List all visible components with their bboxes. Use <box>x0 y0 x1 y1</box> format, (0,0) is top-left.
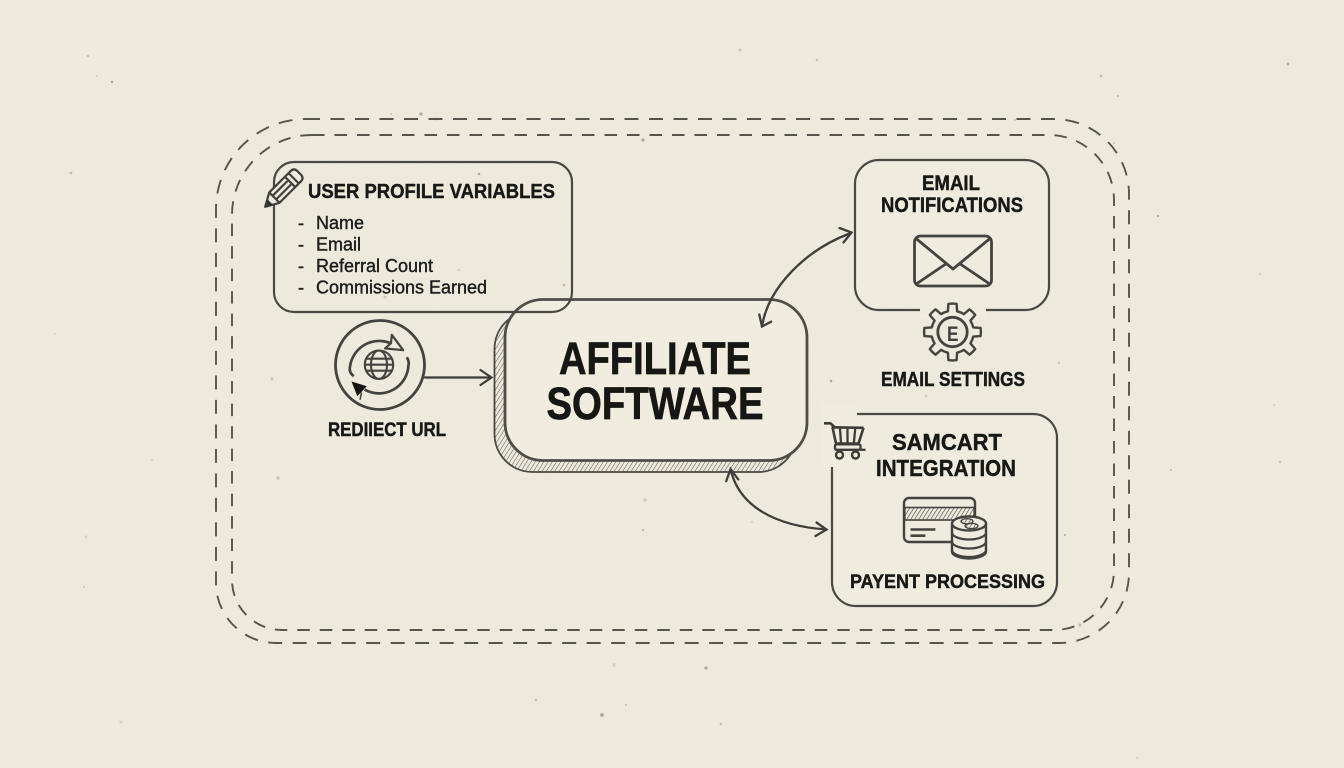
svg-text:SOFTWARE: SOFTWARE <box>547 378 764 429</box>
svg-text:E: E <box>947 323 959 346</box>
svg-text:-: - <box>298 256 304 276</box>
svg-text:USER PROFILE VARIABLES: USER PROFILE VARIABLES <box>308 181 555 203</box>
svg-text:-: - <box>298 235 304 255</box>
svg-text:-: - <box>298 213 304 233</box>
svg-text:PAYENT PROCESSING: PAYENT PROCESSING <box>850 571 1045 593</box>
svg-text:SAMCART: SAMCART <box>892 429 1003 455</box>
svg-text:AFFILIATE: AFFILIATE <box>559 333 751 384</box>
svg-text:Email: Email <box>316 235 361 255</box>
svg-text:NOTIFICATIONS: NOTIFICATIONS <box>881 194 1023 217</box>
svg-text:EMAIL: EMAIL <box>922 172 980 195</box>
svg-text:Name: Name <box>316 213 364 233</box>
svg-text:Referral Count: Referral Count <box>316 256 433 276</box>
svg-text:INTEGRATION: INTEGRATION <box>876 455 1016 481</box>
svg-text:Commissions Earned: Commissions Earned <box>316 278 487 298</box>
svg-text:REDIIECT URL: REDIIECT URL <box>328 420 446 441</box>
svg-text:EMAIL SETTINGS: EMAIL SETTINGS <box>881 369 1025 391</box>
svg-text:-: - <box>298 278 304 298</box>
